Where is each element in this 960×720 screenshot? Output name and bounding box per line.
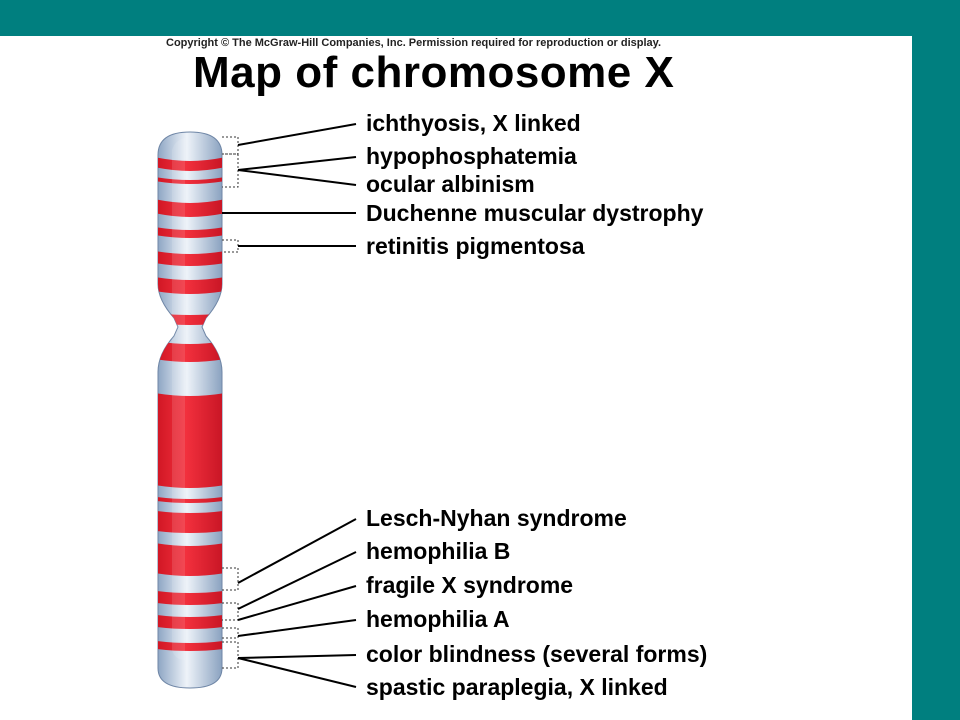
copyright-notice: Copyright © The McGraw-Hill Companies, I…: [166, 37, 662, 49]
label-retinitis: retinitis pigmentosa: [366, 233, 585, 259]
label-spastic-paraplegia: spastic paraplegia, X linked: [366, 674, 668, 700]
label-duchenne: Duchenne muscular dystrophy: [366, 200, 704, 226]
label-fragile-x: fragile X syndrome: [366, 572, 573, 598]
locus-brackets: [222, 136, 239, 669]
label-hemophilia-a: hemophilia A: [366, 606, 510, 632]
label-color-blindness: color blindness (several forms): [366, 641, 707, 667]
chromosome-x: [157, 131, 223, 689]
label-ocular-albinism: ocular albinism: [366, 171, 535, 197]
label-ichthyosis: ichthyosis, X linked: [366, 110, 581, 136]
label-hemophilia-b: hemophilia B: [366, 538, 510, 564]
label-hypophosphatemia: hypophosphatemia: [366, 143, 577, 169]
leader-lines: [222, 123, 357, 688]
label-lesch-nyhan: Lesch-Nyhan syndrome: [366, 505, 627, 531]
page-title: Map of chromosome X: [193, 48, 675, 97]
slide: Copyright © The McGraw-Hill Companies, I…: [0, 36, 912, 720]
chromosome-diagram: ichthyosis, X linked hypophosphatemia oc…: [157, 110, 707, 700]
chromosome-bands: [158, 156, 222, 651]
gene-labels: ichthyosis, X linked hypophosphatemia oc…: [366, 110, 707, 700]
